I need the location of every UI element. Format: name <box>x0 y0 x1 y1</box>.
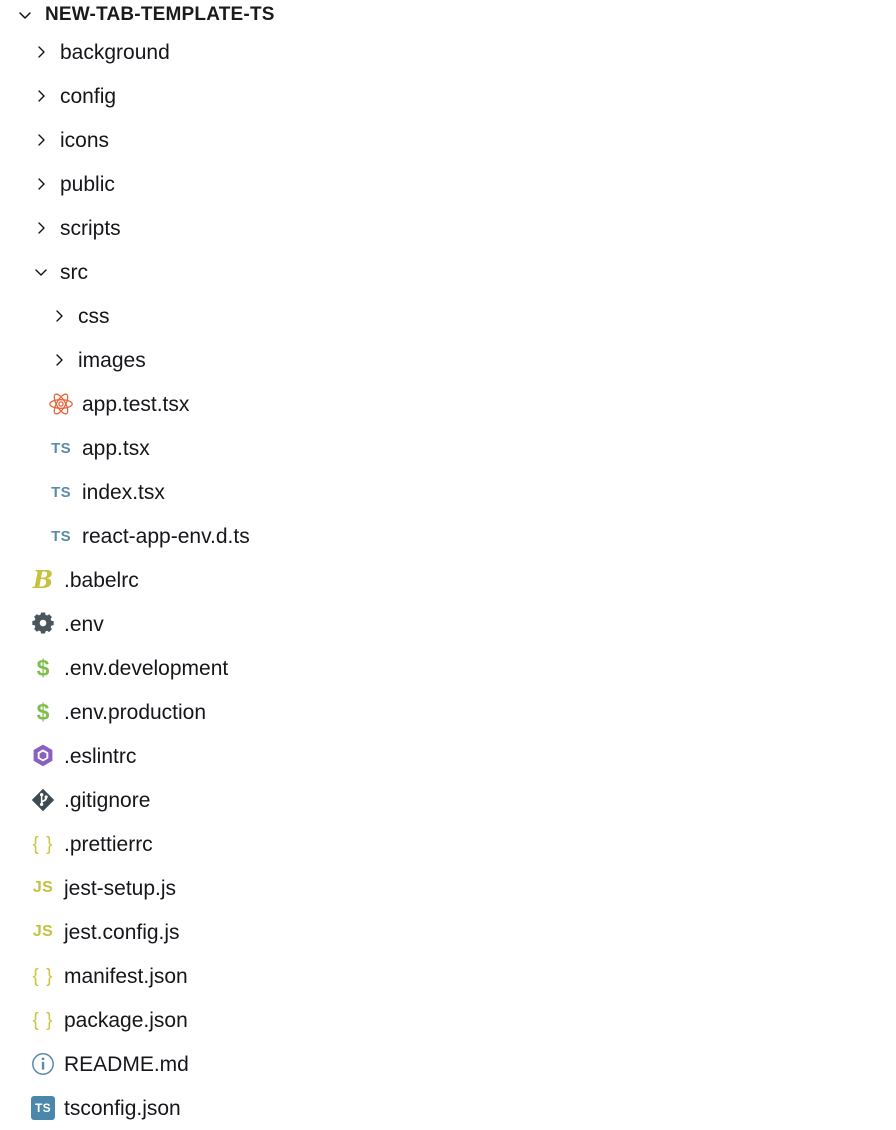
tree-folder-row[interactable]: background <box>0 30 896 74</box>
tree-file-label: .env <box>64 612 104 636</box>
javascript-icon: JS <box>30 875 56 901</box>
tree-file-row[interactable]: .eslintrc <box>0 734 896 778</box>
explorer-root-label: NEW-TAB-TEMPLATE-TS <box>45 4 275 25</box>
chevron-right-icon[interactable] <box>30 129 52 151</box>
babel-icon: B <box>30 567 56 593</box>
tree-file-row[interactable]: .env <box>0 602 896 646</box>
tree-file-label: manifest.json <box>64 964 188 988</box>
chevron-right-icon[interactable] <box>30 41 52 63</box>
chevron-right-icon[interactable] <box>30 85 52 107</box>
typescript-icon: TS <box>48 435 74 461</box>
tree-file-label: README.md <box>64 1052 189 1076</box>
tree-folder-label: background <box>60 40 170 64</box>
tsconfig-icon-label: TS <box>35 1101 51 1115</box>
tree-file-label: .eslintrc <box>64 744 137 768</box>
tree-folder-row[interactable]: icons <box>0 118 896 162</box>
typescript-icon-label: TS <box>51 483 71 501</box>
tree-folder-row[interactable]: images <box>0 338 896 382</box>
tsconfig-icon: TS <box>30 1095 56 1121</box>
tree-file-row[interactable]: $ .env.production <box>0 690 896 734</box>
json-braces-icon-label: { } <box>32 965 54 987</box>
javascript-icon-label: JS <box>32 879 54 896</box>
tree-folder-row[interactable]: public <box>0 162 896 206</box>
json-braces-icon: { } <box>30 963 56 989</box>
tree-file-row[interactable]: B .babelrc <box>0 558 896 602</box>
tree-folder-row[interactable]: css <box>0 294 896 338</box>
tree-file-label: app.test.tsx <box>82 392 190 416</box>
tree-file-label: app.tsx <box>82 436 150 460</box>
tree-file-row[interactable]: $ .env.development <box>0 646 896 690</box>
tree-folder-row[interactable]: config <box>0 74 896 118</box>
tree-folder-row[interactable]: scripts <box>0 206 896 250</box>
tree-file-label: .babelrc <box>64 568 139 592</box>
tree-file-row[interactable]: TS index.tsx <box>0 470 896 514</box>
chevron-down-icon[interactable] <box>30 261 52 283</box>
tree-folder-label: icons <box>60 128 110 152</box>
dollar-icon: $ <box>30 699 56 725</box>
gear-icon <box>30 611 56 637</box>
tree-file-label: package.json <box>64 1008 188 1032</box>
tree-folder-label: public <box>60 172 115 196</box>
typescript-icon: TS <box>48 523 74 549</box>
react-icon <box>48 391 74 417</box>
tree-file-row[interactable]: JS jest-setup.js <box>0 866 896 910</box>
tree-folder-label: scripts <box>60 216 121 240</box>
json-braces-icon: { } <box>30 1007 56 1033</box>
dollar-icon-label: $ <box>36 654 50 681</box>
javascript-icon: JS <box>30 919 56 945</box>
javascript-icon-label: JS <box>32 923 54 940</box>
json-braces-icon-label: { } <box>32 1009 54 1031</box>
chevron-right-icon[interactable] <box>30 217 52 239</box>
typescript-icon-label: TS <box>51 527 71 545</box>
tree-folder-label: images <box>78 348 146 372</box>
tree-folder-row[interactable]: src <box>0 250 896 294</box>
tree-file-row[interactable]: { } .prettierrc <box>0 822 896 866</box>
tree-folder-label: config <box>60 84 117 108</box>
tree-file-row[interactable]: README.md <box>0 1042 896 1086</box>
eslint-icon <box>30 743 56 769</box>
tsconfig-icon-box: TS <box>31 1096 55 1120</box>
tree-file-label: jest.config.js <box>64 920 180 944</box>
tree-folder-label: css <box>78 304 110 328</box>
tree-file-label: react-app-env.d.ts <box>82 524 250 548</box>
tree-file-row[interactable]: JS jest.config.js <box>0 910 896 954</box>
tree-file-label: .prettierrc <box>64 832 153 856</box>
tree-file-row[interactable]: TS app.tsx <box>0 426 896 470</box>
tree-file-row[interactable]: TS react-app-env.d.ts <box>0 514 896 558</box>
tree-file-row[interactable]: .gitignore <box>0 778 896 822</box>
tree-file-label: index.tsx <box>82 480 165 504</box>
tree-folder-label: src <box>60 260 88 284</box>
tree-file-row[interactable]: { } manifest.json <box>0 954 896 998</box>
chevron-right-icon[interactable] <box>30 173 52 195</box>
tree-file-row[interactable]: TS tsconfig.json <box>0 1086 896 1130</box>
tree-file-label: .env.production <box>64 700 207 724</box>
git-icon <box>30 787 56 813</box>
explorer-root-row[interactable]: NEW-TAB-TEMPLATE-TS <box>0 0 896 30</box>
dollar-icon: $ <box>30 655 56 681</box>
tree-file-row[interactable]: { } package.json <box>0 998 896 1042</box>
tree-file-label: .gitignore <box>64 788 151 812</box>
babel-icon-label: B <box>32 565 54 594</box>
chevron-right-icon[interactable] <box>48 305 70 327</box>
info-circle-icon <box>30 1051 56 1077</box>
json-braces-icon-label: { } <box>32 833 54 855</box>
chevron-right-icon[interactable] <box>48 349 70 371</box>
chevron-down-icon[interactable] <box>14 4 36 26</box>
tree-file-row[interactable]: app.test.tsx <box>0 382 896 426</box>
tree-file-label: tsconfig.json <box>64 1096 181 1120</box>
dollar-icon-label: $ <box>36 698 50 725</box>
json-braces-icon: { } <box>30 831 56 857</box>
typescript-icon: TS <box>48 479 74 505</box>
tree-file-label: .env.development <box>64 656 229 680</box>
tree-file-label: jest-setup.js <box>64 876 177 900</box>
typescript-icon-label: TS <box>51 439 71 457</box>
